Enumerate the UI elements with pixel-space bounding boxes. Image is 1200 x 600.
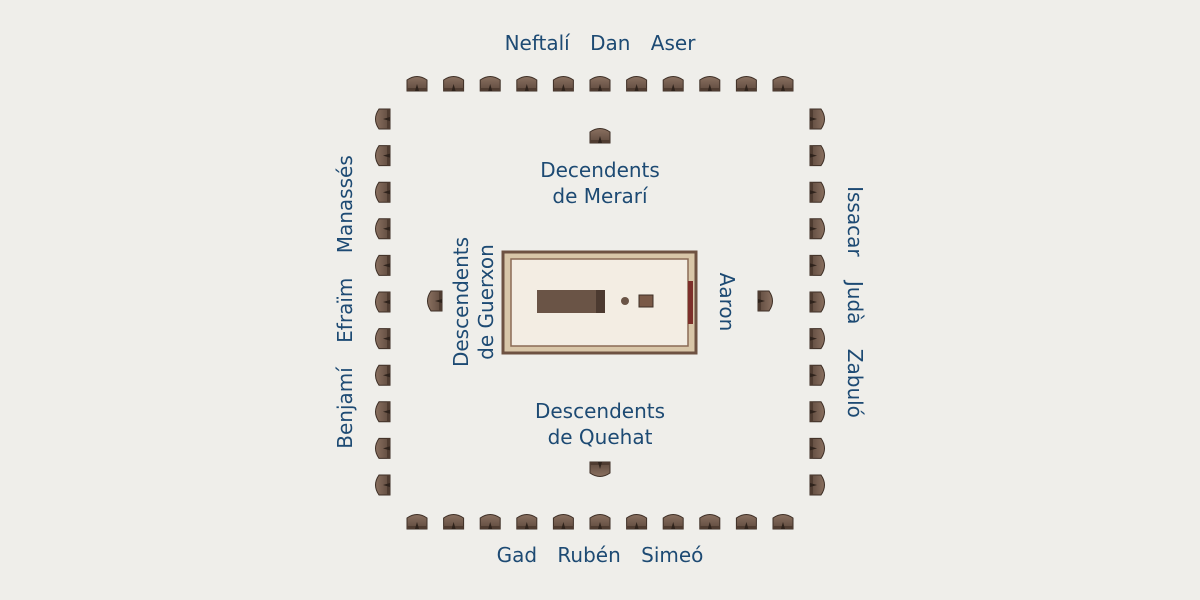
tent-icon — [516, 514, 538, 530]
tribe-label: Neftalí — [504, 31, 570, 55]
tent-icon — [375, 291, 391, 313]
guerxon-label: Descendents de Guerxon — [449, 237, 499, 367]
tent-icon — [479, 514, 501, 530]
laver — [621, 297, 629, 305]
label-line: Decendents — [540, 158, 660, 182]
tent-icon — [375, 108, 391, 130]
tent-icon — [699, 514, 721, 530]
levite-tent-icon — [589, 461, 611, 477]
tent-icon — [552, 514, 574, 530]
tent-icon — [809, 254, 825, 276]
tent-icon — [552, 76, 574, 92]
tribe-label: Aser — [650, 31, 696, 55]
tent-icon — [375, 218, 391, 240]
tent-icon — [772, 76, 794, 92]
aaron-label: Aaron — [715, 272, 739, 332]
east-tribes: Issacar Judà Zabuló — [843, 177, 867, 427]
tabernacle-veil — [596, 290, 605, 313]
tribe-label: Judà — [843, 280, 867, 325]
tent-icon — [443, 514, 465, 530]
tent-icon — [809, 364, 825, 386]
tent-icon — [375, 474, 391, 496]
tribe-label: Zabuló — [843, 348, 867, 418]
tent-icon — [375, 254, 391, 276]
tent-icon — [809, 291, 825, 313]
quehat-label: Descendents de Quehat — [500, 398, 700, 450]
tent-icon — [479, 76, 501, 92]
tent-icon — [406, 76, 428, 92]
tabernacle-tent — [537, 290, 605, 313]
tent-icon — [809, 181, 825, 203]
label-line: de Quehat — [547, 425, 653, 449]
tent-icon — [809, 328, 825, 350]
altar — [638, 294, 654, 308]
tent-icon — [375, 401, 391, 423]
tent-icon — [375, 364, 391, 386]
label-line: de Merarí — [552, 184, 648, 208]
levite-tent-icon — [757, 290, 773, 312]
tribe-label: Dan — [590, 31, 631, 55]
tent-icon — [516, 76, 538, 92]
north-tribes: Neftalí Dan Aser — [0, 33, 1200, 53]
tent-icon — [406, 514, 428, 530]
tent-icon — [589, 76, 611, 92]
tribe-label: Rubén — [557, 543, 621, 567]
tribe-label: Simeó — [641, 543, 704, 567]
west-tribes: Benjamí Efraïm Manassés — [333, 146, 357, 458]
tent-icon — [809, 437, 825, 459]
levite-tent-icon — [589, 128, 611, 144]
tent-icon — [809, 108, 825, 130]
tabernacle-court — [501, 250, 698, 355]
tent-icon — [662, 514, 684, 530]
tribe-label: Efraïm — [333, 277, 357, 343]
tent-icon — [772, 514, 794, 530]
tent-icon — [375, 181, 391, 203]
tribe-label: Manassés — [333, 155, 357, 254]
tent-icon — [375, 437, 391, 459]
tribe-label: Gad — [496, 543, 538, 567]
tent-icon — [375, 328, 391, 350]
tent-icon — [809, 145, 825, 167]
label-line: Descendents — [534, 399, 666, 423]
tent-icon — [809, 401, 825, 423]
label-line: de Guerxon — [474, 244, 498, 360]
tent-icon — [735, 514, 757, 530]
tent-icon — [443, 76, 465, 92]
tent-icon — [375, 145, 391, 167]
merari-label: Decendents de Merarí — [500, 157, 700, 209]
tent-icon — [589, 514, 611, 530]
court-gate — [688, 281, 693, 324]
tent-icon — [662, 76, 684, 92]
south-tribes: Gad Rubén Simeó — [0, 545, 1200, 565]
tribe-tents — [375, 76, 825, 530]
tent-icon — [809, 474, 825, 496]
tribe-label: Issacar — [843, 186, 867, 257]
tent-icon — [809, 218, 825, 240]
tent-icon — [626, 514, 648, 530]
tent-icon — [735, 76, 757, 92]
levite-tent-icon — [427, 290, 443, 312]
tribe-label: Benjamí — [333, 367, 357, 449]
tent-icon — [626, 76, 648, 92]
label-line: Descendents — [449, 236, 473, 368]
tent-icon — [699, 76, 721, 92]
